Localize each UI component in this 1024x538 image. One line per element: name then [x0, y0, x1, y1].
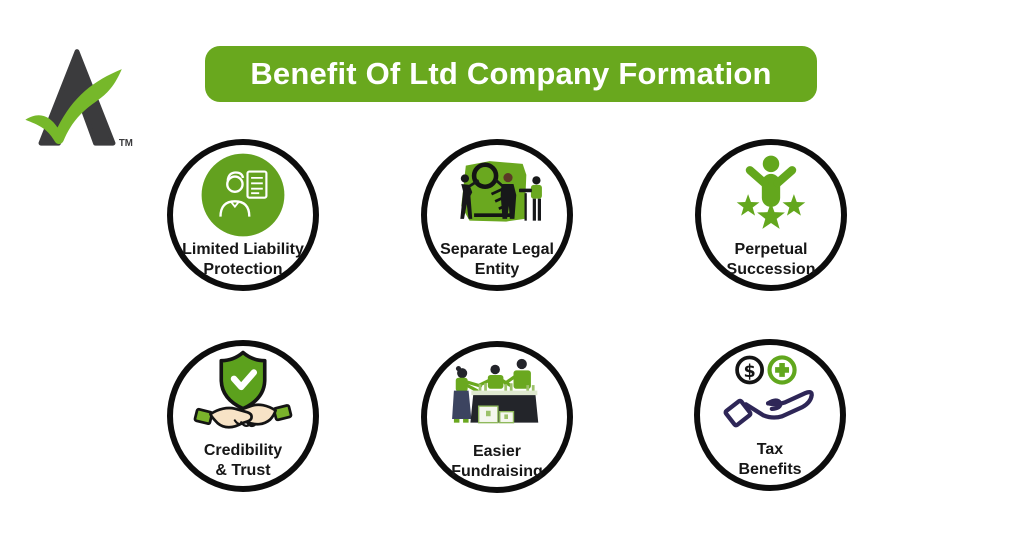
benefit-label: Perpetual Succession [726, 241, 816, 278]
people-board-icon [460, 161, 542, 222]
logo-tm-text: TM [119, 138, 133, 148]
benefit-label: Credibility & Trust [203, 442, 283, 479]
benefit-label: Easier Fundraising [451, 443, 543, 480]
person-document-icon [201, 153, 285, 237]
coin-hand-icon: $ [723, 355, 814, 428]
benefit-label: Limited Liability Protection [182, 241, 304, 278]
benefit-tax-benefits: $ Tax Benefits [694, 339, 846, 491]
person-stars-icon [736, 155, 806, 229]
benefit-perpetual-succession: Perpetual Succession [695, 139, 847, 291]
benefit-label: Tax Benefits [738, 441, 802, 478]
shield-handshake-icon [193, 350, 293, 429]
checkmark-a-logo: TM [25, 49, 133, 148]
logo-check-shape [25, 69, 122, 145]
benefit-credibility-trust: Credibility & Trust [167, 340, 319, 492]
logo-a-shape [38, 49, 116, 146]
page-title: Benefit Of Ltd Company Formation [250, 56, 772, 91]
fundraising-stand-icon [452, 358, 539, 424]
benefit-limited-liability: Limited Liability Protection [167, 139, 319, 291]
benefit-separate-legal-entity: Separate Legal Entity [421, 139, 573, 291]
benefit-easier-fundraising: Easier Fundraising [421, 341, 573, 493]
dollar-glyph: $ [743, 362, 755, 382]
title-banner: Benefit Of Ltd Company Formation [205, 46, 817, 102]
benefit-label: Separate Legal Entity [440, 241, 554, 278]
